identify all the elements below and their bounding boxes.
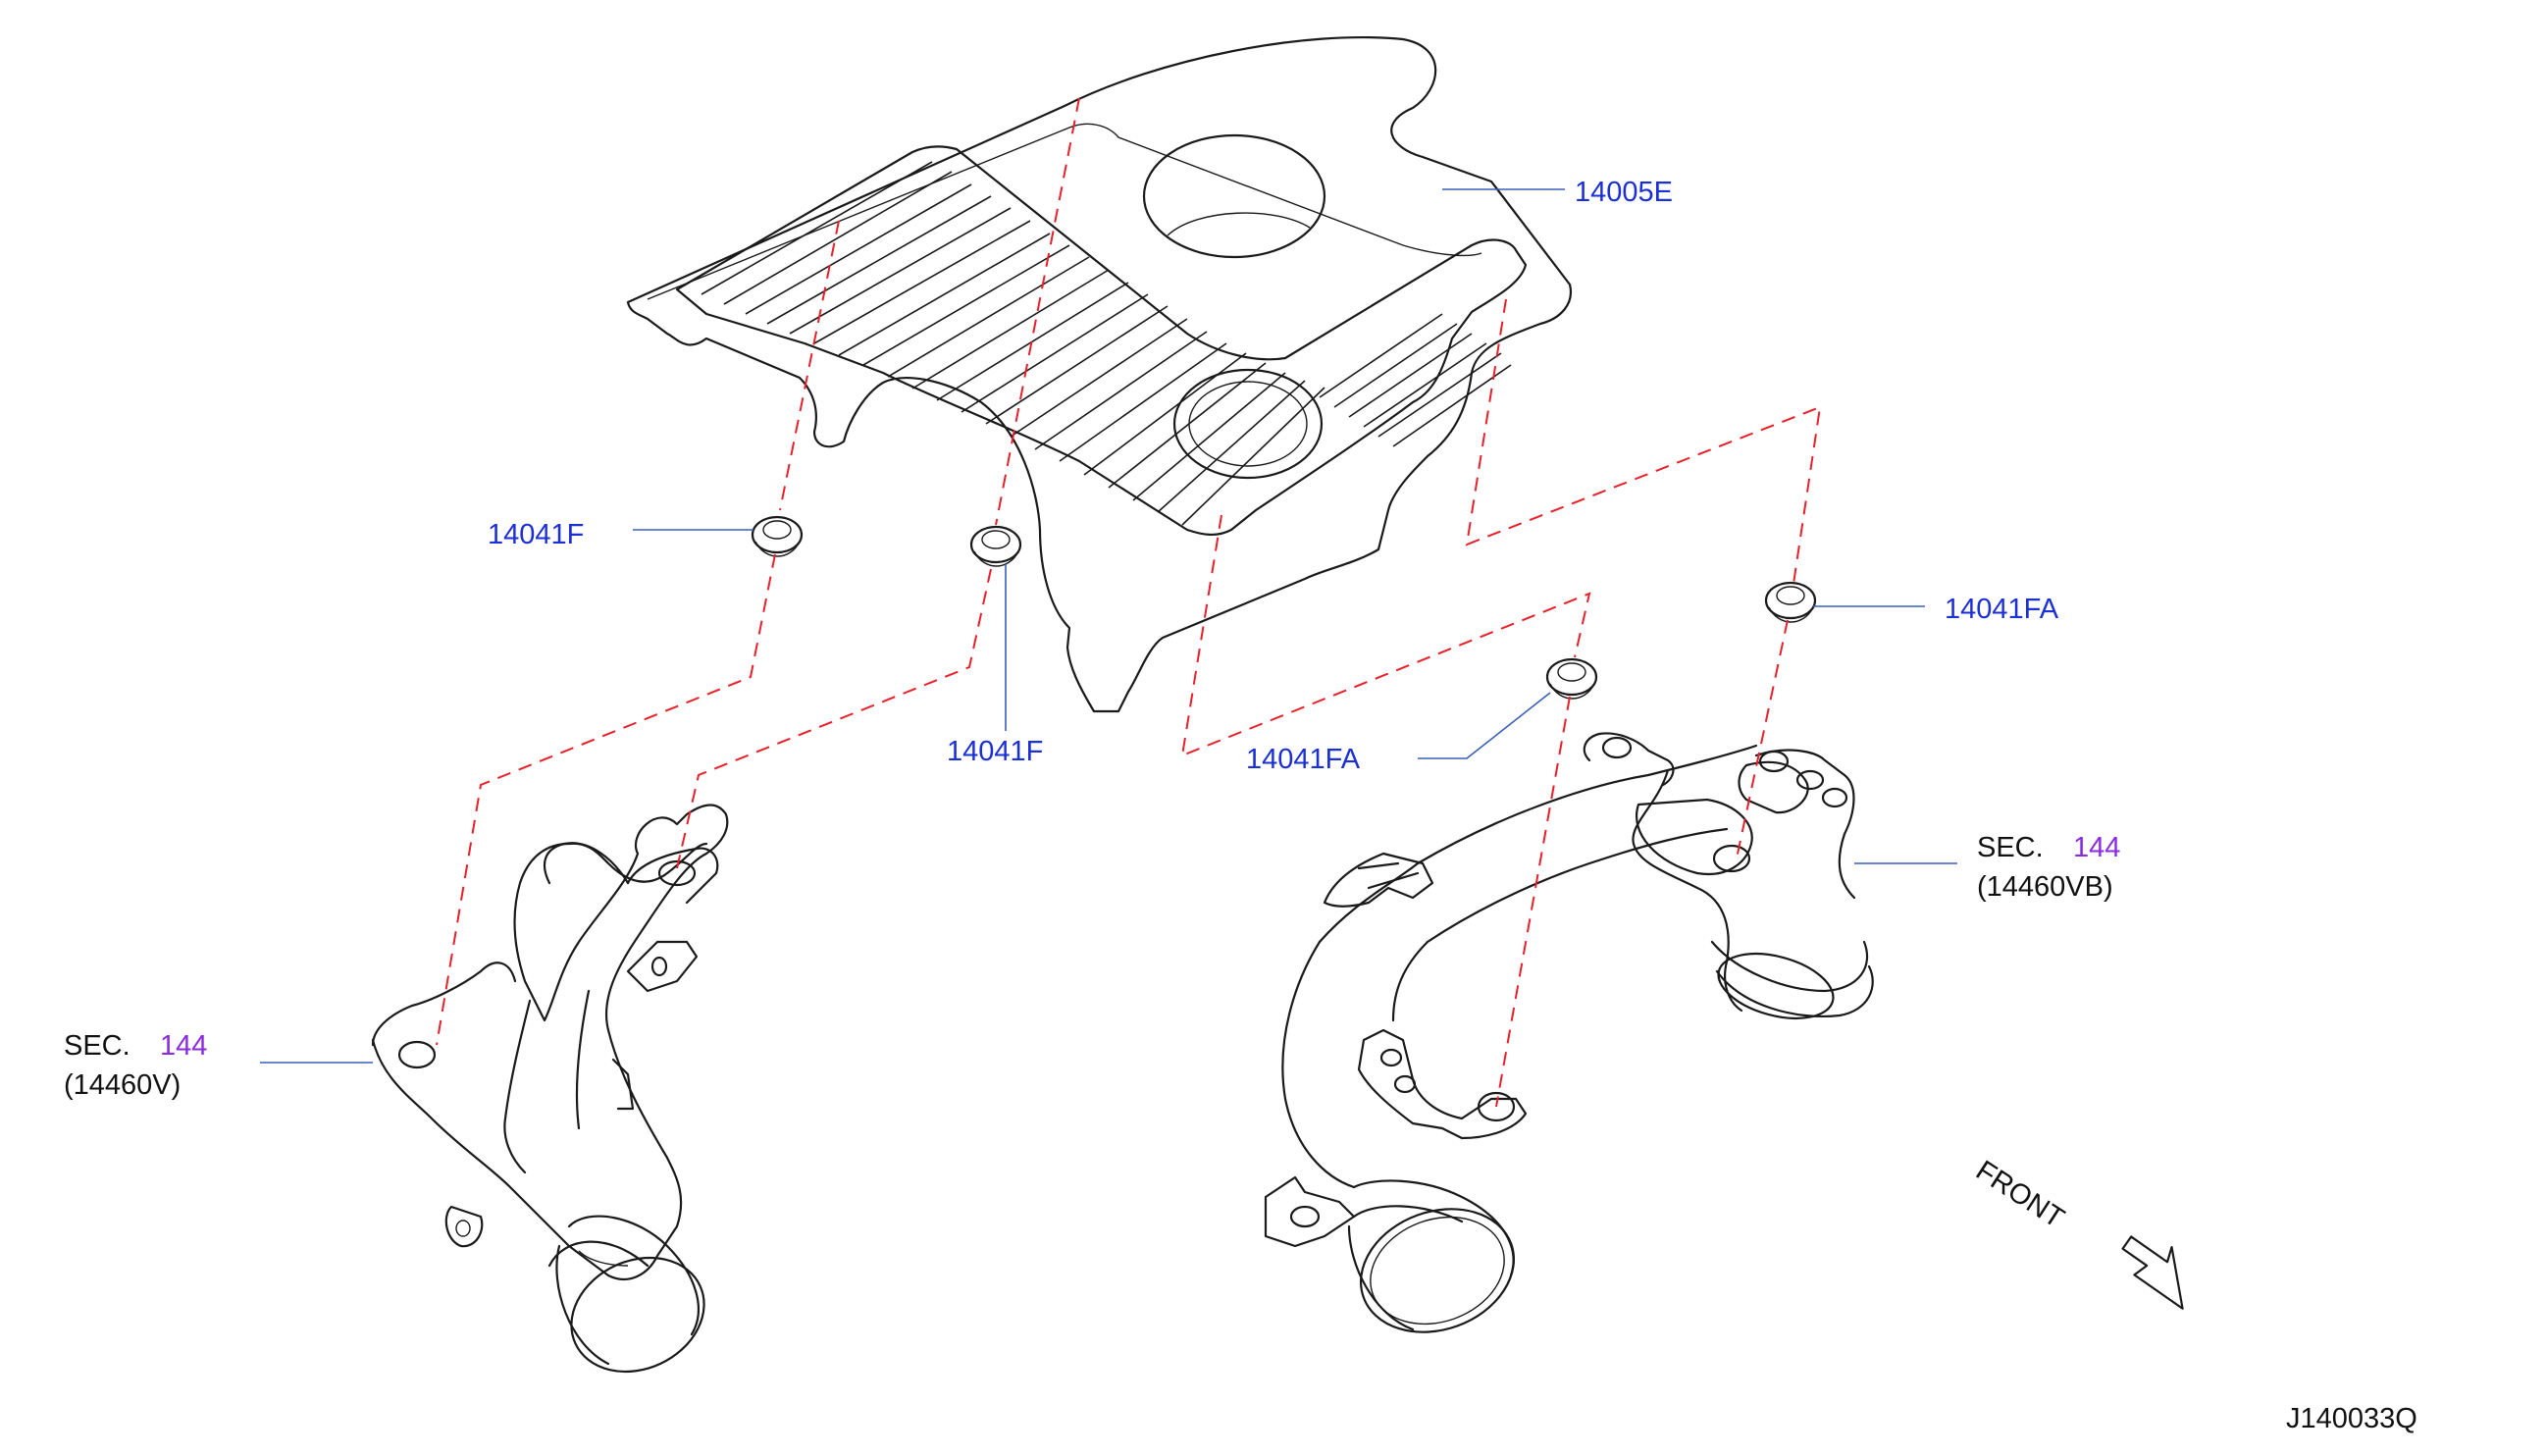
front-label: FRONT — [1970, 1155, 2069, 1234]
sec-prefix-right: SEC. — [1977, 832, 2044, 863]
guide-right-upper-duct — [1736, 619, 1789, 859]
part-number-grommet-right-lower: 14041FA — [1246, 744, 1361, 775]
left-air-duct-drawing — [371, 804, 729, 1374]
grommet-center — [969, 525, 1022, 567]
guide-center-grommet — [995, 97, 1080, 526]
sec-part-right: (14460VB) — [1977, 871, 2113, 903]
grommet-right-lower — [1545, 657, 1598, 700]
guide-right-lower-cover — [1180, 514, 1591, 757]
part-number-grommet-left: 14041F — [488, 519, 584, 550]
right-air-duct-drawing — [1264, 732, 1874, 1333]
guide-center-to-duct — [676, 568, 992, 869]
leader-lines — [260, 188, 1957, 1064]
diagram-code: J140033Q — [2286, 1403, 2417, 1434]
sec-prefix-left: SEC. — [64, 1030, 130, 1062]
leader-14041fa-lower — [1418, 692, 1551, 759]
sec-link-left[interactable]: 144 — [160, 1030, 207, 1062]
sec-part-left: (14460V) — [64, 1069, 181, 1101]
front-arrow-icon — [2121, 1235, 2184, 1310]
guide-left-grommet — [779, 220, 840, 511]
part-number-grommet-right-upper: 14041FA — [1945, 594, 2059, 625]
guide-left-to-duct — [436, 553, 776, 1046]
assembly-guides — [436, 97, 1822, 1108]
guide-right-lower-duct — [1495, 696, 1571, 1108]
sec-link-right[interactable]: 144 — [2073, 832, 2120, 863]
part-number-grommet-center: 14041F — [947, 736, 1043, 767]
guide-right-upper-cover — [1465, 298, 1822, 585]
engine-cover-drawing — [626, 36, 1573, 713]
part-number-engine-cover: 14005E — [1575, 177, 1673, 208]
grommet-right-upper — [1764, 581, 1817, 623]
grommet-left — [751, 515, 804, 557]
